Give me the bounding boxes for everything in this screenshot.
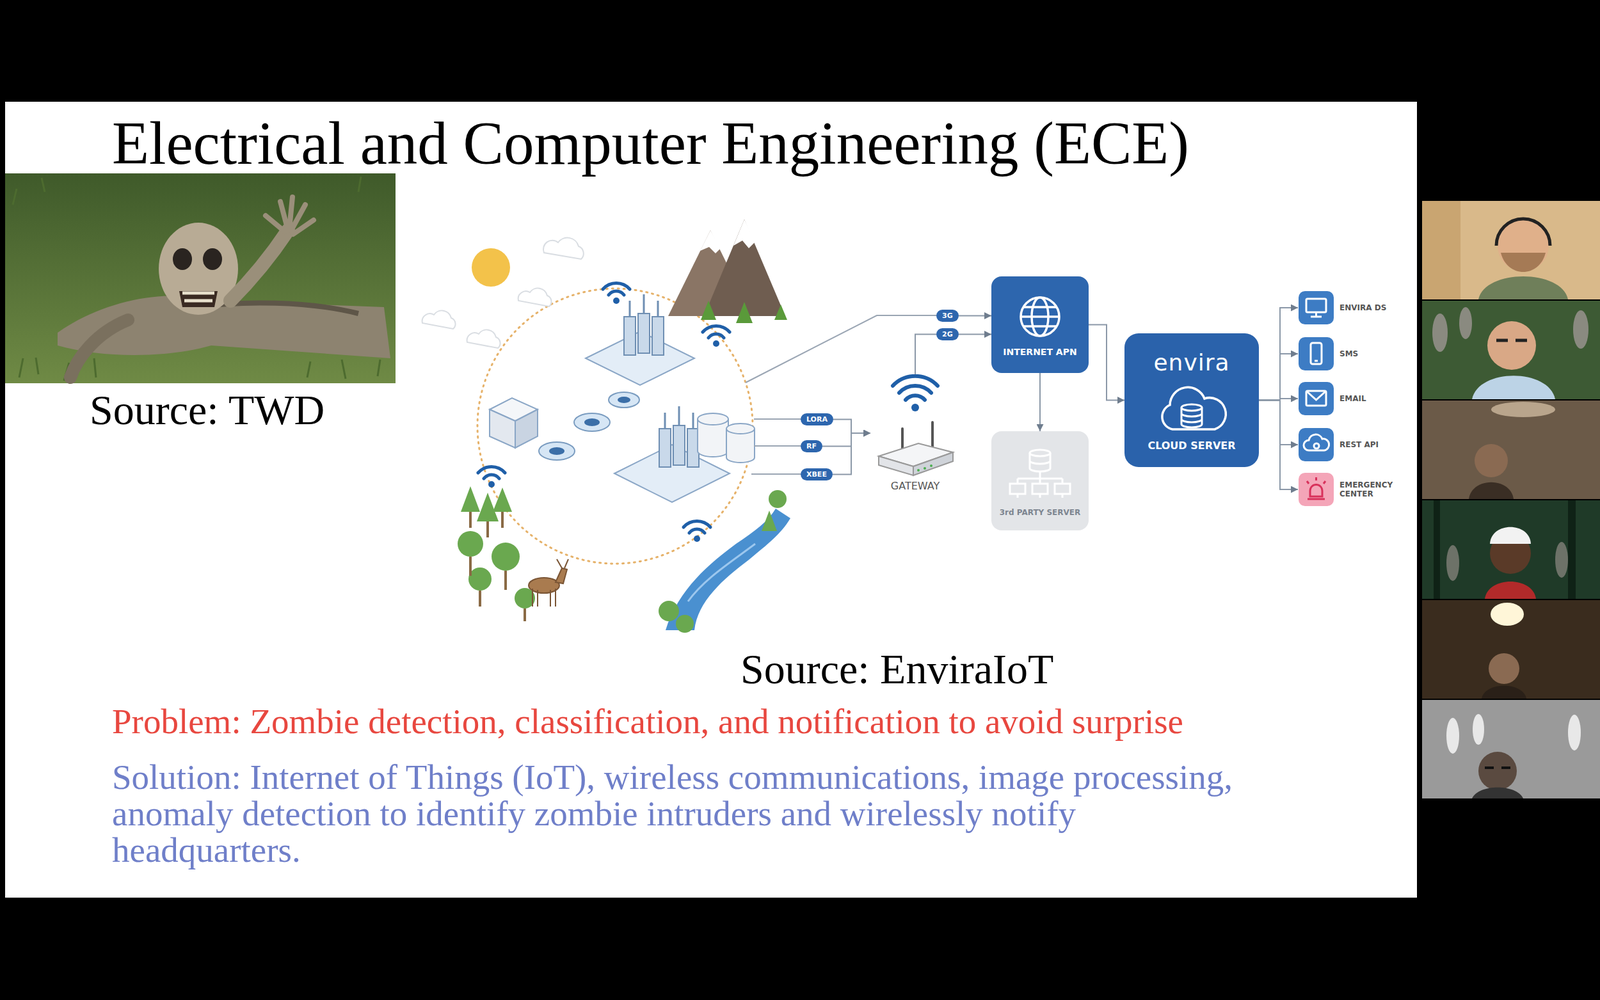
output-channel: EMAIL: [1297, 381, 1401, 416]
router-icon: [873, 374, 957, 480]
output-channel: EMERGENCY CENTER: [1297, 472, 1401, 507]
server-icon: [1004, 445, 1076, 504]
protocol-tag: LORA: [800, 413, 834, 426]
third-party-server-box: 3rd PARTY SERVER: [991, 431, 1089, 531]
video-tiles: [1422, 200, 1600, 799]
node-text: 3rd PARTY SERVER: [999, 508, 1081, 518]
protocol-tag: RF: [800, 440, 823, 453]
connector: [1039, 373, 1041, 432]
node-text: LORA: [806, 415, 828, 424]
protocol-tag: 2G: [936, 328, 959, 341]
protocol-tag: XBEE: [800, 468, 833, 481]
gateway-node: GATEWAY: [870, 374, 960, 493]
problem-statement: Problem: Zombie detection, classificatio…: [112, 702, 1184, 742]
connector: [915, 334, 937, 376]
node-text: XBEE: [806, 470, 827, 479]
connector: [958, 334, 992, 336]
node-text: SMS: [1339, 349, 1401, 359]
node-text: ENVIRA DS: [1339, 303, 1401, 313]
connector: [1258, 400, 1298, 491]
output-channel: REST API: [1297, 427, 1401, 463]
envelope-icon: [1297, 381, 1335, 416]
cloud-icon: [1153, 378, 1231, 438]
zombie-photo: [5, 173, 396, 384]
solution-statement: Solution: Internet of Things (IoT), wire…: [112, 759, 1264, 869]
node-text: GATEWAY: [890, 480, 940, 493]
connector: [1258, 307, 1298, 401]
protocol-tag: 3G: [936, 309, 959, 322]
node-text: EMAIL: [1339, 394, 1401, 404]
source-note: Source: TWD: [89, 387, 325, 434]
node-text: 2G: [942, 330, 953, 339]
api-icon: [1297, 427, 1335, 463]
output-channel: SMS: [1297, 336, 1401, 372]
node-text: envira: [1153, 349, 1230, 376]
connector: [832, 433, 871, 475]
source-note: Source: EnviraIoT: [740, 646, 1054, 694]
node-text: INTERNET APN: [1002, 346, 1077, 358]
connector: [958, 315, 992, 317]
globe-icon: [1016, 293, 1064, 341]
cloud-server-box: enviraCLOUD SERVER: [1124, 333, 1259, 468]
iot-scene: [422, 219, 937, 633]
phone-icon: [1297, 336, 1335, 372]
monitor-icon: [1297, 290, 1335, 326]
node-text: 3G: [942, 311, 953, 320]
connector: [822, 433, 871, 447]
node-text: EMERGENCY CENTER: [1339, 480, 1401, 500]
connector: [1258, 353, 1298, 401]
node-text: REST API: [1339, 440, 1401, 450]
slide-title: Electrical and Computer Engineering (ECE…: [112, 110, 1190, 178]
node-text: RF: [806, 442, 817, 451]
siren-icon: [1297, 472, 1335, 507]
output-channel: ENVIRA DS: [1297, 290, 1401, 326]
connector: [1258, 400, 1298, 446]
connector: [1088, 325, 1125, 401]
internet-apn-box: INTERNET APN: [991, 276, 1089, 374]
node-text: CLOUD SERVER: [1147, 439, 1236, 452]
connector: [833, 419, 871, 434]
